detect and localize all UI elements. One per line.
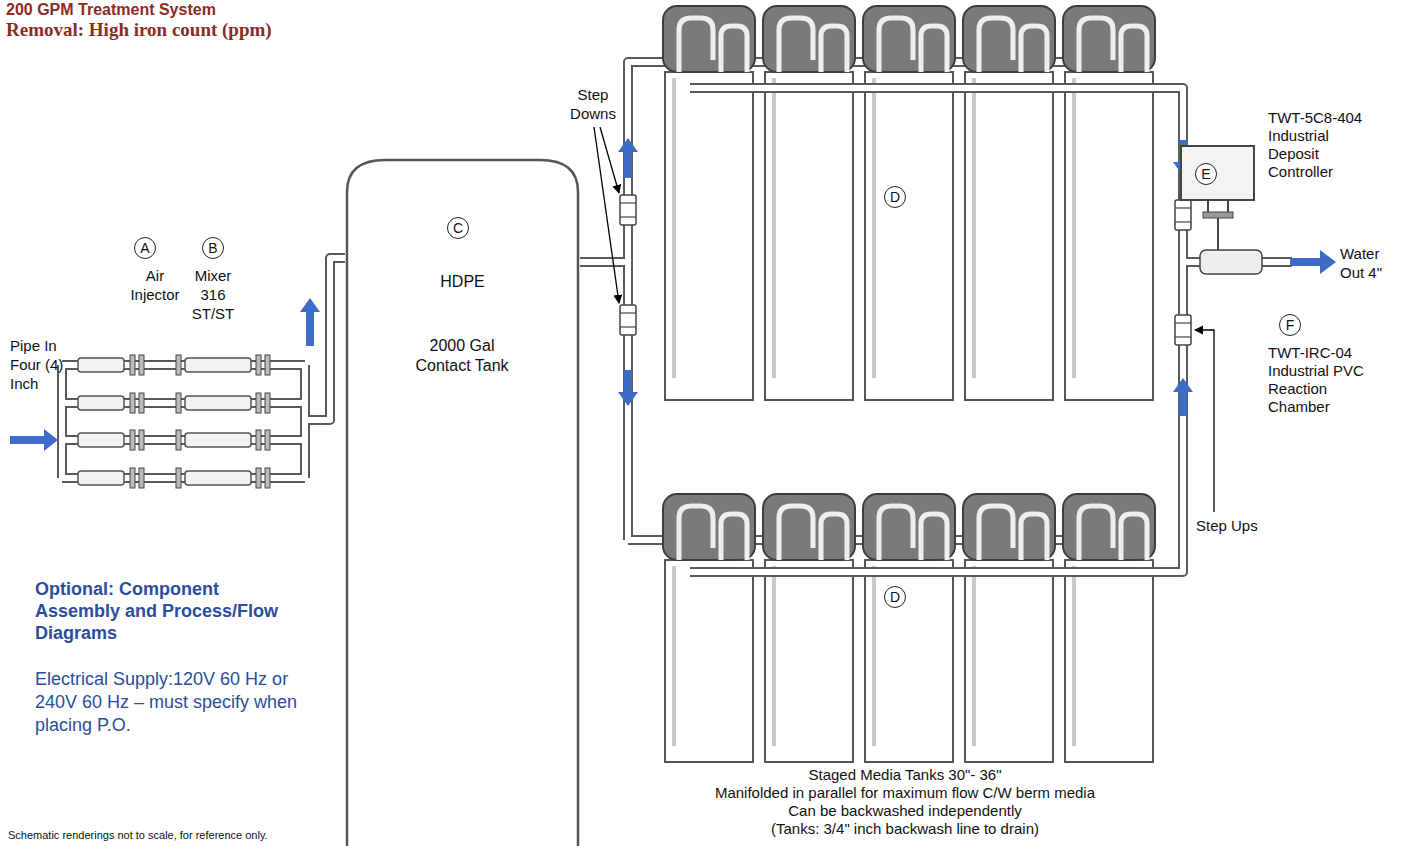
outlet-pipes bbox=[690, 88, 1292, 572]
footnote: Schematic renderings not to scale, for r… bbox=[8, 829, 428, 842]
tank-outline bbox=[347, 160, 578, 846]
callout-circle: D bbox=[884, 586, 906, 608]
tank-note: (Tanks: 3/4" inch backwash line to drain… bbox=[560, 820, 1250, 837]
tank-text: 2000 Gal Contact Tank bbox=[407, 336, 517, 376]
pipe-fittings bbox=[1175, 315, 1191, 345]
callout-letter: E bbox=[1201, 166, 1210, 182]
callout-circle: A bbox=[134, 237, 156, 259]
callout-letter: D bbox=[890, 589, 900, 605]
outlet-pipes bbox=[690, 88, 1292, 572]
media-tanks bbox=[763, 494, 855, 560]
fitting-label: Step Ups bbox=[1196, 516, 1276, 535]
contact-tank: HDPE 2000 Gal Contact Tank C bbox=[345, 158, 580, 846]
electrical-note: Electrical Supply:120V 60 Hz or 240V 60 … bbox=[35, 668, 335, 737]
controller-wiring bbox=[1207, 201, 1209, 213]
tank-outline bbox=[345, 158, 580, 846]
media-tanks bbox=[765, 560, 853, 762]
controller-wiring bbox=[1203, 212, 1233, 218]
pipe-fittings bbox=[620, 195, 1191, 345]
injector-mixer-assembly bbox=[78, 355, 270, 488]
callout-circle: B bbox=[202, 237, 224, 259]
media-tanks bbox=[763, 6, 855, 72]
injector-mixer-assembly bbox=[78, 393, 270, 413]
media-tanks bbox=[663, 6, 1155, 762]
leader-lines bbox=[1195, 330, 1214, 512]
media-tanks bbox=[1063, 494, 1155, 560]
part-name: TWT-5C8-404 Industrial Deposit Controlle… bbox=[1268, 109, 1380, 181]
media-tanks bbox=[863, 6, 955, 72]
injector-mixer-assembly bbox=[78, 468, 270, 488]
media-tanks bbox=[865, 560, 953, 762]
tank-note: Manifolded in parallel for maximum flow … bbox=[560, 784, 1250, 801]
tank-text: HDPE bbox=[345, 272, 580, 292]
controller-wiring bbox=[1227, 201, 1229, 213]
media-tanks bbox=[663, 494, 755, 560]
injector-mixer-assembly bbox=[78, 355, 270, 375]
callout-letter: F bbox=[1286, 317, 1295, 333]
media-tanks bbox=[1065, 560, 1153, 762]
callout-circle: E bbox=[1195, 163, 1217, 185]
controller-box: TWT-5C8-404 Industrial Deposit Controlle… bbox=[1180, 145, 1255, 201]
leader-lines bbox=[600, 127, 619, 193]
pipe-network bbox=[62, 62, 1140, 540]
media-tanks bbox=[863, 494, 955, 560]
controller-wiring bbox=[1203, 201, 1233, 250]
callout-letter: D bbox=[890, 189, 900, 205]
pipe-network bbox=[62, 62, 1140, 540]
media-tanks bbox=[663, 6, 755, 72]
media-tanks bbox=[963, 6, 1055, 72]
media-tanks bbox=[963, 494, 1055, 560]
pipe-fittings bbox=[620, 195, 636, 225]
part-name: TWT-IRC-04 Industrial PVC Reaction Chamb… bbox=[1268, 344, 1380, 416]
callout-letter: B bbox=[208, 240, 217, 256]
media-tanks bbox=[965, 72, 1053, 400]
media-tanks bbox=[1065, 72, 1153, 400]
flow-arrows bbox=[300, 298, 320, 346]
media-tanks bbox=[865, 72, 953, 400]
part-name: Mixer 316 ST/ST bbox=[186, 266, 240, 323]
flow-arrows bbox=[10, 429, 58, 451]
pipe-fittings bbox=[620, 305, 636, 335]
callout-circle: C bbox=[447, 217, 469, 239]
pipe-network bbox=[62, 62, 1140, 540]
callout-circle: F bbox=[1279, 314, 1301, 336]
callout-circle: D bbox=[884, 186, 906, 208]
flow-arrows bbox=[1290, 250, 1336, 274]
subtitle: Removal: High iron count (ppm) bbox=[6, 19, 272, 41]
injector-mixer-assembly bbox=[78, 430, 270, 450]
outlet-label: Water Out 4" bbox=[1340, 244, 1398, 282]
media-tanks bbox=[965, 560, 1053, 762]
media-tanks bbox=[1063, 6, 1155, 72]
flow-arrows bbox=[618, 370, 638, 406]
option-note: Optional: Component Assembly and Process… bbox=[35, 578, 290, 644]
controller-wiring bbox=[1217, 218, 1219, 250]
outlet-pipes bbox=[690, 88, 1292, 572]
tank-note: Can be backwashed independently bbox=[560, 802, 1250, 819]
tank-note: Staged Media Tanks 30"- 36" bbox=[560, 766, 1250, 783]
fitting-label: Step Downs bbox=[566, 85, 620, 123]
media-tanks bbox=[665, 72, 753, 400]
flow-arrows bbox=[618, 138, 638, 178]
callout-letter: A bbox=[140, 240, 149, 256]
reaction-chamber bbox=[1200, 250, 1262, 274]
flow-arrows bbox=[1173, 378, 1193, 416]
media-tanks bbox=[765, 72, 853, 400]
media-tanks bbox=[665, 560, 753, 762]
callout-letter: C bbox=[453, 220, 463, 236]
leader-lines bbox=[594, 127, 619, 303]
part-name: Air Injector bbox=[122, 266, 188, 304]
leader-lines bbox=[594, 127, 1214, 512]
flow-arrows bbox=[10, 138, 1336, 451]
inlet-label: Pipe In Four (4) Inch bbox=[10, 336, 74, 393]
pipe-fittings bbox=[1175, 200, 1191, 230]
title-text: 200 GPM Treatment System bbox=[6, 0, 216, 19]
